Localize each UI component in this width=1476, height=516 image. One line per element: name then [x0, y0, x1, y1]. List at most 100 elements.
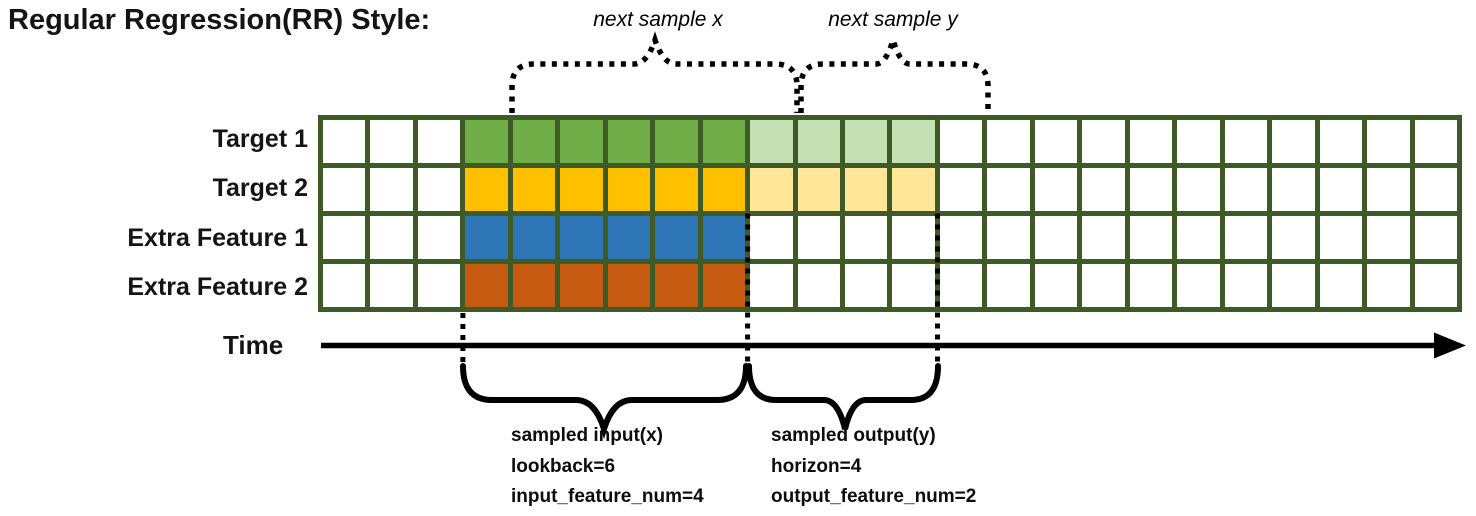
grid-cell — [512, 216, 556, 259]
grid-cell — [1367, 264, 1410, 307]
grid-cell — [892, 264, 935, 307]
grid-cell — [512, 264, 556, 307]
grid-cell — [465, 168, 508, 211]
next-sample-y-label: next sample y — [828, 8, 958, 31]
grid-cell — [845, 120, 888, 163]
grid-cell — [1034, 216, 1078, 259]
grid-cell — [655, 168, 698, 211]
grid-cell — [939, 168, 983, 211]
grid-cell — [370, 216, 413, 259]
grid-cell — [1224, 216, 1268, 259]
grid-cell — [560, 216, 603, 259]
grid-cell — [465, 216, 508, 259]
sample-grid — [318, 115, 1462, 312]
grid-cell — [1129, 120, 1173, 163]
grid-cell — [1082, 264, 1125, 307]
next-sample-x-label: next sample x — [593, 8, 723, 31]
grid-cell — [1414, 216, 1457, 259]
grid-cell — [750, 216, 793, 259]
row-label-target-2: Target 2 — [212, 174, 308, 203]
grid-cell — [1272, 168, 1315, 211]
grid-cell — [607, 264, 651, 307]
grid-cell — [1367, 216, 1410, 259]
grid-cell — [987, 120, 1030, 163]
grid-cell — [939, 216, 983, 259]
grid-cell — [1177, 216, 1220, 259]
next-sample-y-brace — [798, 30, 991, 113]
sampled-input-line-3: input_feature_num=4 — [511, 486, 704, 507]
grid-cell — [750, 264, 793, 307]
grid-cell — [1367, 168, 1410, 211]
grid-cell — [1272, 216, 1315, 259]
grid-cell — [1129, 264, 1173, 307]
grid-cell — [1177, 264, 1220, 307]
grid-cell — [1034, 120, 1078, 163]
row-label-extra-feature-1: Extra Feature 1 — [127, 223, 308, 252]
grid-cell — [939, 264, 983, 307]
diagram-title: Regular Regression(RR) Style: — [8, 4, 431, 36]
grid-cell — [465, 264, 508, 307]
grid-cell — [797, 168, 841, 211]
grid-cell — [845, 168, 888, 211]
grid-cell — [607, 216, 651, 259]
sampled-output-line-1: sampled output(y) — [771, 425, 936, 446]
row-labels: Target 1 Target 2 Extra Feature 1 Extra … — [0, 115, 308, 312]
sampled-input-line-1: sampled input(x) — [511, 425, 664, 446]
grid-cell — [1129, 168, 1173, 211]
grid-cell — [1272, 264, 1315, 307]
grid-cell — [1177, 120, 1220, 163]
sampled-output-line-3: output_feature_num=2 — [771, 486, 977, 507]
grid-cell — [370, 264, 413, 307]
grid-cell — [560, 168, 603, 211]
grid-cell — [1224, 120, 1268, 163]
grid-cell — [1319, 168, 1363, 211]
grid-cell — [1414, 168, 1457, 211]
grid-cell — [702, 168, 746, 211]
grid-row-extra-feature-2 — [323, 264, 1457, 307]
sampled-input-brace — [460, 363, 749, 440]
grid-cell — [1319, 216, 1363, 259]
grid-row-extra-feature-1 — [323, 216, 1457, 259]
grid-cell — [655, 120, 698, 163]
grid-cell — [750, 168, 793, 211]
grid-cell — [1129, 216, 1173, 259]
grid-cell — [323, 264, 366, 307]
grid-cell — [1034, 264, 1078, 307]
grid-cell — [465, 120, 508, 163]
grid-cell — [1414, 264, 1457, 307]
grid-cell — [892, 216, 935, 259]
grid-cell — [417, 168, 461, 211]
grid-cell — [607, 168, 651, 211]
grid-cell — [797, 264, 841, 307]
grid-cell — [323, 216, 366, 259]
grid-cell — [987, 264, 1030, 307]
grid-cell — [323, 168, 366, 211]
grid-cell — [797, 216, 841, 259]
grid-cell — [560, 120, 603, 163]
grid-cell — [845, 264, 888, 307]
grid-cell — [323, 120, 366, 163]
grid-row-target-2 — [323, 168, 1457, 211]
grid-cell — [939, 120, 983, 163]
grid-cell — [655, 216, 698, 259]
grid-cell — [1272, 120, 1315, 163]
grid-cell — [417, 216, 461, 259]
grid-row-target-1 — [323, 120, 1457, 163]
row-label-target-1: Target 1 — [212, 125, 308, 153]
sampled-output-line-2: horizon=4 — [771, 455, 862, 477]
sampled-output-brace — [746, 363, 941, 430]
grid-cell — [512, 168, 556, 211]
grid-cell — [1177, 168, 1220, 211]
grid-cell — [702, 216, 746, 259]
grid-cell — [417, 120, 461, 163]
grid-cell — [417, 264, 461, 307]
grid-cell — [987, 216, 1030, 259]
grid-cell — [987, 168, 1030, 211]
grid-cell — [845, 216, 888, 259]
grid-cell — [1034, 168, 1078, 211]
grid-cell — [560, 264, 603, 307]
grid-cell — [1319, 120, 1363, 163]
grid-cell — [1224, 264, 1268, 307]
grid-cell — [1414, 120, 1457, 163]
